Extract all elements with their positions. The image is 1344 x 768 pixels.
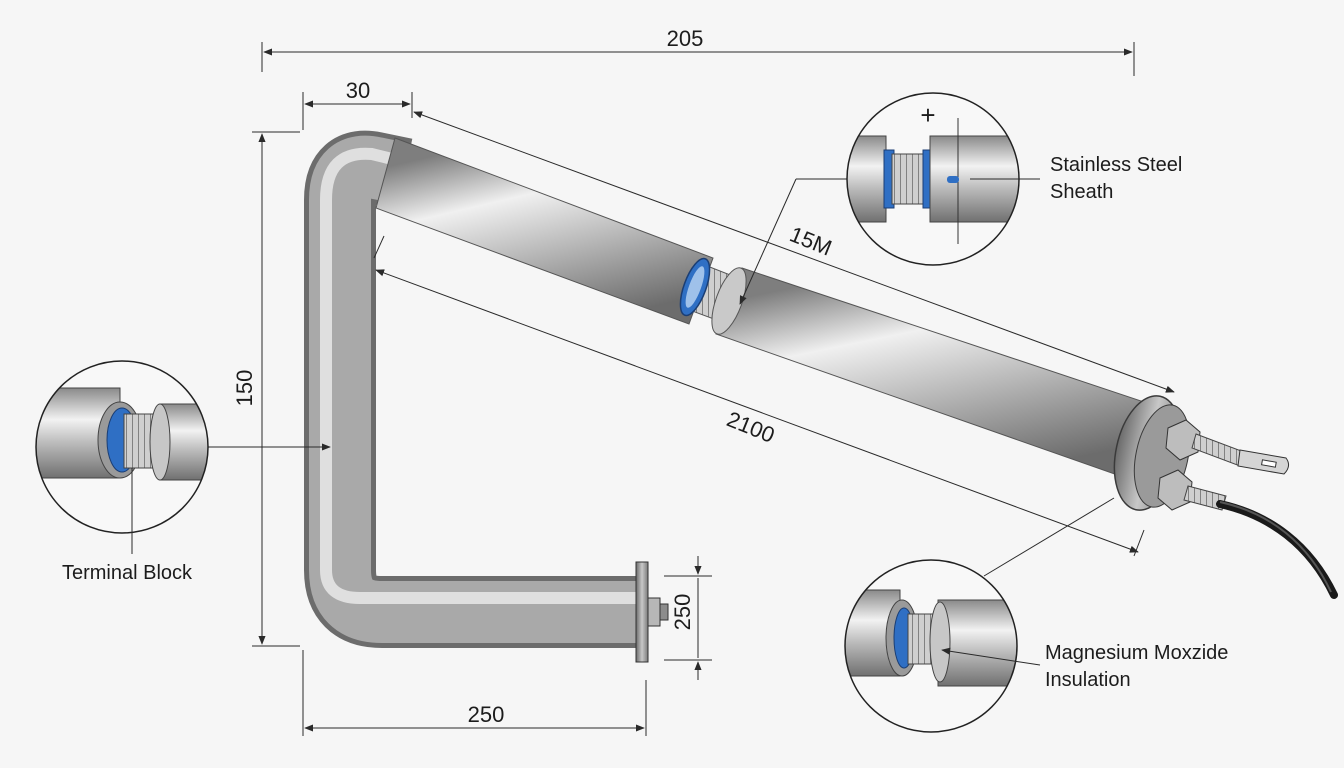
label-sheath: Sheath — [1050, 181, 1113, 203]
dimension-30: 30 — [302, 78, 413, 130]
dimension-250-bottom: 250 — [302, 650, 647, 736]
dim-label-250-flange: 250 — [670, 594, 695, 631]
dim-label-205: 205 — [667, 26, 704, 51]
bottom-flange — [635, 561, 669, 663]
callout-terminal-block: Terminal Block — [35, 360, 331, 584]
dim-label-250-bottom: 250 — [468, 702, 505, 727]
dimension-150: 150 — [232, 131, 300, 647]
label-magnesium-moxzide: Magnesium Moxzide — [1045, 642, 1228, 664]
dim-label-30: 30 — [346, 78, 370, 103]
dim-label-150: 150 — [232, 370, 257, 407]
polarity-plus-sign: + — [920, 100, 935, 130]
dimension-205: 205 — [261, 26, 1135, 76]
dim-label-2100: 2100 — [723, 406, 778, 448]
label-terminal-block: Terminal Block — [62, 562, 193, 584]
lower-tube-segment — [715, 267, 1151, 479]
heater-tube — [304, 130, 1338, 663]
dimension-250-flange: 250 — [664, 556, 712, 680]
label-insulation: Insulation — [1045, 669, 1131, 691]
callout-magnesium-insulation: Magnesium Moxzide Insulation — [844, 497, 1228, 733]
dim-label-15m: 15M — [786, 221, 835, 260]
upper-tube-segment — [375, 137, 714, 325]
power-cable — [1216, 500, 1338, 599]
callout-stainless-steel-sheath: + Stainless Steel Sheath — [739, 92, 1182, 305]
label-stainless-steel: Stainless Steel — [1050, 154, 1182, 176]
detail-insulation-zoom — [845, 560, 1017, 732]
detail-terminal-zoom — [36, 361, 208, 533]
